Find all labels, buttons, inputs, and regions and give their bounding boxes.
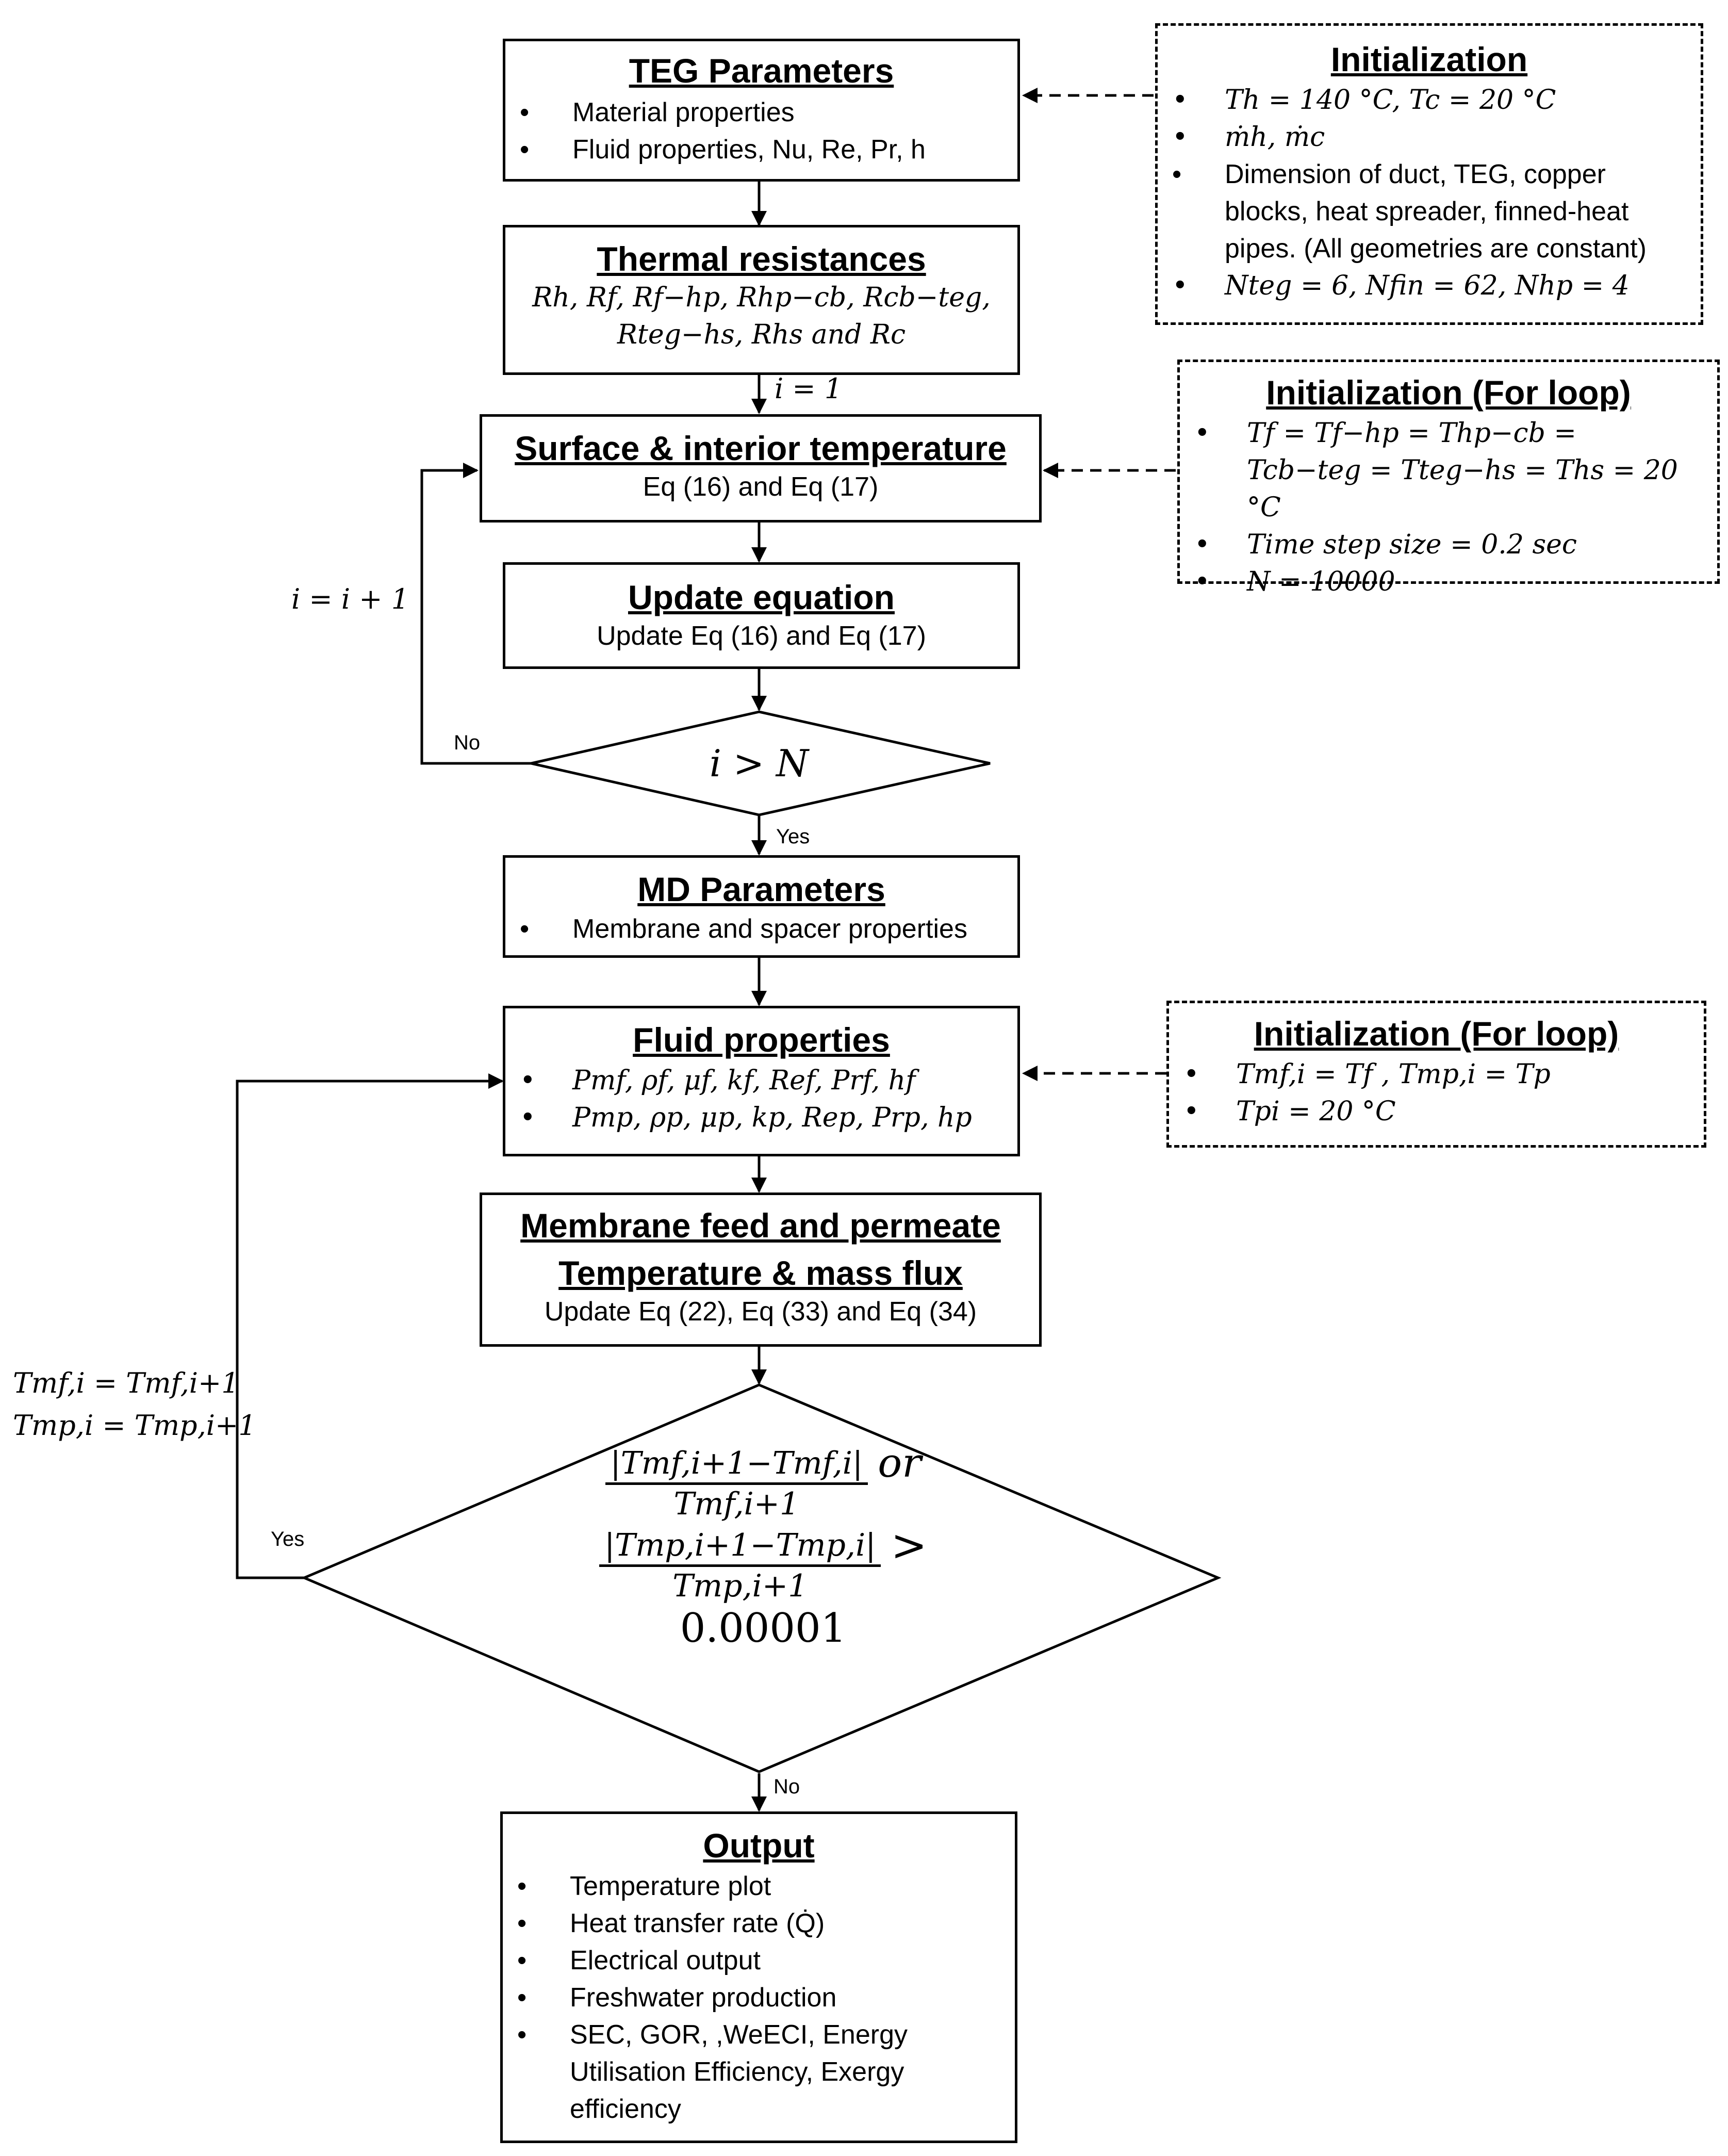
arrow-loop1 <box>420 463 531 765</box>
surface-temperature-text: Eq (16) and Eq (17) <box>643 472 879 502</box>
init2-box: Initialization (For loop) Tf = Tf−hp = T… <box>1177 360 1720 600</box>
decision2-no-label: No <box>774 1775 800 1798</box>
teg-parameters-title: TEG Parameters <box>629 52 894 90</box>
i-init-label: i = 1 <box>775 372 843 405</box>
md-parameters-box: MD Parameters Membrane and spacer proper… <box>503 855 1020 958</box>
teg-parameters-box: TEG Parameters Material properties Fluid… <box>503 39 1020 182</box>
init3-title: Initialization (For loop) <box>1254 1015 1619 1053</box>
membrane-title-line2: Temperature & mass flux <box>558 1254 963 1292</box>
init1-mass-flow: ṁh, ṁc <box>1158 119 1680 156</box>
output-metrics: SEC, GOR, ,WeECI, Energy Utilisation Eff… <box>503 2016 994 2128</box>
decision2-frac2: |Tmp,i+1−Tmp,i| Tmp,i+1 <box>599 1526 881 1605</box>
membrane-box: Membrane feed and permeate Temperature &… <box>480 1193 1042 1347</box>
loop2-label-line2: Tmp,i = Tmp,i+1 <box>13 1409 256 1442</box>
decision2-num2: |Tmp,i+1−Tmp,i| <box>599 1526 881 1567</box>
init1-temps: Th = 140 °C, Tc = 20 °C <box>1158 81 1680 119</box>
init3-box: Initialization (For loop) Tmf,i = Tf , T… <box>1166 1001 1706 1148</box>
output-box: Output Temperature plot Heat transfer ra… <box>500 1811 1017 2143</box>
decision2-den2: Tmp,i+1 <box>672 1568 808 1604</box>
md-param-membrane: Membrane and spacer properties <box>505 910 1017 948</box>
decision2-threshold: 0.00001 <box>680 1605 847 1652</box>
init2-title: Initialization (For loop) <box>1266 373 1631 412</box>
fluid-properties-box: Fluid properties Pmf, ρf, μf, kf, Ref, P… <box>503 1006 1020 1156</box>
thermal-resistances-line2: Rteg−hs, Rhs and Rc <box>617 319 906 350</box>
update-equation-text: Update Eq (16) and Eq (17) <box>597 621 926 651</box>
decision2-den1: Tmf,i+1 <box>673 1486 800 1522</box>
output-heat-transfer: Heat transfer rate (Q̇) <box>503 1905 994 1942</box>
init3-tpi: Tpi = 20 °C <box>1169 1093 1704 1130</box>
decision2-frac1: |Tmf,i+1−Tmf,i| Tmf,i+1 <box>605 1444 868 1523</box>
loop1-label: i = i + 1 <box>291 583 409 615</box>
fluid-permeate-props: Pmp, ρp, μp, kp, Rep, Prp, hp <box>505 1099 1017 1136</box>
decision1-no-label: No <box>454 731 481 754</box>
loop2-label-line1: Tmf,i = Tmf,i+1 <box>13 1367 239 1399</box>
decision2-num1: |Tmf,i+1−Tmf,i| <box>605 1444 868 1485</box>
decision1-yes-label: Yes <box>776 825 810 848</box>
decision2-or: or <box>878 1440 921 1487</box>
update-equation-title: Update equation <box>628 578 895 616</box>
decision1-diamond <box>531 710 991 816</box>
teg-param-fluid: Fluid properties, Nu, Re, Pr, h <box>505 131 1017 168</box>
init1-counts: Nteg = 6, Nfin = 62, Nhp = 4 <box>1158 267 1680 304</box>
decision2-gt: > <box>891 1520 927 1571</box>
fluid-feed-props: Pmf, ρf, μf, kf, Ref, Prf, hf <box>505 1062 1017 1099</box>
init3-temps: Tmf,i = Tf , Tmp,i = Tp <box>1169 1056 1704 1093</box>
output-title: Output <box>703 1826 815 1865</box>
thermal-resistances-title: Thermal resistances <box>597 240 926 278</box>
thermal-resistances-line1: Rh, Rf, Rf−hp, Rhp−cb, Rcb−teg, <box>532 282 991 313</box>
arrow-loop2 <box>236 1073 504 1579</box>
membrane-title-line1: Membrane feed and permeate <box>520 1206 1001 1245</box>
decision2-yes-label: Yes <box>271 1528 305 1550</box>
update-equation-box: Update equation Update Eq (16) and Eq (1… <box>503 562 1020 669</box>
fluid-properties-title: Fluid properties <box>633 1021 890 1059</box>
decision1-text: i > N <box>709 742 809 785</box>
output-temperature-plot: Temperature plot <box>503 1868 994 1905</box>
init1-box: Initialization Th = 140 °C, Tc = 20 °C ṁ… <box>1155 23 1703 325</box>
init1-title: Initialization <box>1330 40 1528 78</box>
init2-temps: Tf = Tf−hp = Thp−cb = Tcb−teg = Tteg−hs … <box>1180 415 1697 526</box>
init2-timestep: Time step size = 0.2 sec <box>1180 526 1697 563</box>
teg-param-material: Material properties <box>505 94 1017 131</box>
output-freshwater: Freshwater production <box>503 1979 994 2016</box>
membrane-text: Update Eq (22), Eq (33) and Eq (34) <box>544 1297 977 1327</box>
thermal-resistances-box: Thermal resistances Rh, Rf, Rf−hp, Rhp−c… <box>503 225 1020 375</box>
output-electrical: Electrical output <box>503 1942 994 1979</box>
surface-temperature-title: Surface & interior temperature <box>515 429 1007 467</box>
decision2-diamond <box>301 1383 1222 1773</box>
init1-dimensions: Dimension of duct, TEG, copper blocks, h… <box>1158 156 1680 267</box>
decision2-expression: |Tmf,i+1−Tmf,i| Tmf,i+1 or |Tmp,i+1−Tmp,… <box>567 1443 959 1652</box>
md-parameters-title: MD Parameters <box>637 870 885 908</box>
surface-temperature-box: Surface & interior temperature Eq (16) a… <box>480 414 1042 522</box>
init2-n: N = 10000 <box>1180 563 1697 600</box>
